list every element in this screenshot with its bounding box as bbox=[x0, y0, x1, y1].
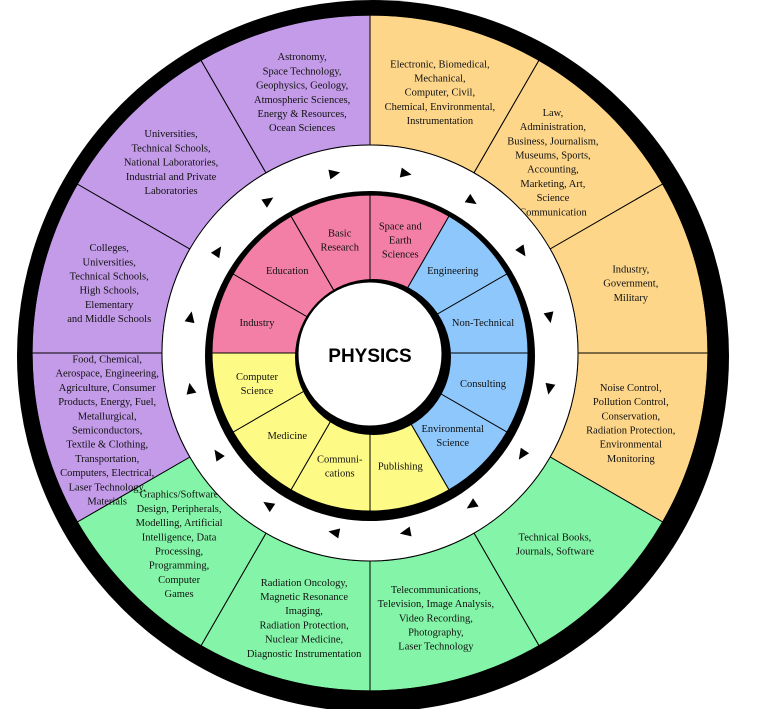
sector-non-technical-label: Non-Technical bbox=[452, 318, 514, 329]
sector-industry-government-label: Industry,Government,Military bbox=[603, 264, 658, 303]
sector-telecommunications-label: Telecommunications,Television, Image Ana… bbox=[378, 585, 495, 653]
cycle-arrow-icon bbox=[464, 193, 477, 205]
cycle-arrow-icon bbox=[263, 501, 276, 513]
cycle-arrow-icon bbox=[399, 167, 412, 178]
sector-engineering-label: Engineering bbox=[427, 266, 479, 277]
cycle-arrow-icon bbox=[518, 447, 530, 460]
sector-colleges-schools-label: Colleges,Universities,Technical Schools,… bbox=[67, 243, 151, 325]
sector-noise-control-label: Noise Control,Pollution Control,Conserva… bbox=[586, 383, 675, 465]
sector-consulting-label: Consulting bbox=[460, 379, 507, 390]
cycle-arrow-icon bbox=[261, 197, 274, 208]
cycle-arrow-icon bbox=[466, 498, 479, 509]
arrow-ring bbox=[184, 167, 556, 539]
sector-industry-label: Industry bbox=[239, 318, 275, 329]
sector-communications-label: Communi-cations bbox=[317, 455, 363, 480]
sector-universities-laboratories-label: Universities,Technical Schools,National … bbox=[124, 129, 218, 197]
sector-technical-books-label: Technical Books,Journals, Software bbox=[516, 532, 594, 557]
center-circle bbox=[297, 281, 443, 427]
cycle-arrow-icon bbox=[214, 449, 225, 462]
cycle-arrow-icon bbox=[545, 382, 556, 395]
cycle-arrow-icon bbox=[328, 528, 341, 539]
cycle-arrow-icon bbox=[515, 244, 526, 257]
sector-astronomy-space-label: Astronomy,Space Technology,Geophysics, G… bbox=[254, 52, 350, 134]
sector-law-administration-label: Law,Administration,Business, Journalism,… bbox=[507, 108, 598, 218]
outer-ring-border bbox=[31, 14, 709, 692]
cycle-arrow-icon bbox=[399, 526, 412, 537]
cycle-arrow-icon bbox=[543, 311, 554, 324]
white-band-edge bbox=[161, 144, 579, 562]
sector-medicine-label: Medicine bbox=[267, 431, 307, 442]
cycle-arrow-icon bbox=[184, 311, 195, 324]
cycle-arrow-icon bbox=[210, 246, 222, 259]
sector-electronic-engineering-label: Electronic, Biomedical,Mechanical,Comput… bbox=[385, 59, 496, 127]
cycle-arrow-icon bbox=[328, 169, 341, 180]
center-label: PHYSICS bbox=[328, 346, 411, 367]
sector-astronomy-space: Astronomy,Space Technology,Geophysics, G… bbox=[200, 14, 371, 174]
sector-law-administration: Law,Administration,Business, Journalism,… bbox=[473, 59, 664, 250]
sector-publishing-label: Publishing bbox=[378, 462, 424, 473]
cycle-arrow-icon bbox=[186, 382, 197, 395]
outer-ring: Electronic, Biomedical,Mechanical,Comput… bbox=[31, 14, 709, 692]
sector-education-label: Education bbox=[266, 266, 309, 277]
